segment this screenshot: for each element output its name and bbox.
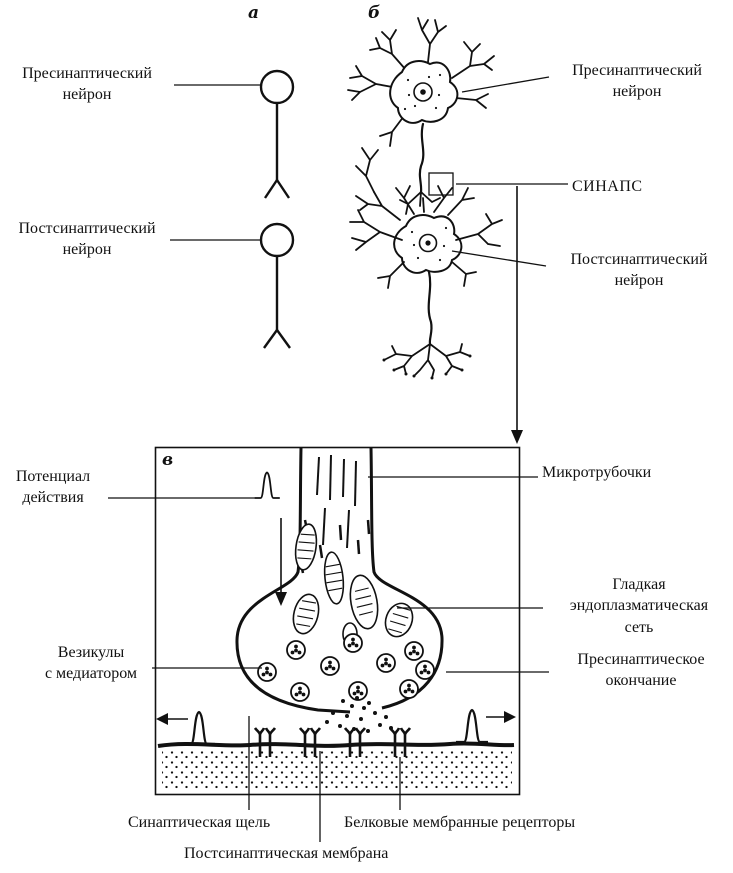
label-presynaptic-neuron-b: Пресинаптический нейрон [572,62,702,101]
label-microtubules: Микротрубочки [542,464,652,481]
action-potential-spike-right [454,708,490,744]
bulb-outline-left [235,447,351,714]
label-postsynaptic-neuron-b: Постсинаптический нейрон [570,251,708,290]
label-line-presyn-b [461,76,550,93]
label-protein-receptors: Белковые мембранные рецепторы [344,814,576,831]
presynaptic-soma-a [259,69,295,105]
panel-a-simple-neurons [170,69,295,349]
action-potential-spike-top [253,471,281,499]
label-vesicles: Везикулы с медиатором [44,644,138,683]
label-line-postsyn-b [451,250,547,267]
label-presynaptic-neuron-a: Пресинаптический нейрон [22,65,152,104]
label-postsynaptic-neuron-a: Постсинаптический нейрон [18,220,156,259]
nucleus-upper [413,82,433,102]
zoom-arrowhead [511,430,523,444]
smooth-er-sacs [292,523,414,646]
label-synaptic-cleft: Синаптическая щель [128,814,271,831]
action-potential-spike-left [181,710,217,746]
label-action-potential: Потенциал действия [15,468,91,507]
postsynaptic-soma-a [259,222,295,258]
connector-lines [451,76,568,444]
nucleus-lower [418,233,438,253]
label-synapse: СИНАПС [572,178,643,195]
panel-b-detailed-neurons [347,17,503,380]
postsynaptic-cytoplasm-stipple [162,751,512,791]
panel-letter-b: б [368,3,381,23]
panel-letter-a: а [248,3,260,23]
detail-frame [154,446,521,796]
label-postsynaptic-membrane: Постсинаптическая мембрана [184,845,389,862]
axon-lower [427,270,433,346]
panel-letter-v: в [162,450,174,470]
microtubule-strands [316,454,357,549]
label-smooth-er: Гладкая эндоплазматическая сеть [569,576,709,636]
bulb-outline-right [369,447,444,710]
panel-v-synapse-detail [108,446,549,842]
vesicles-with-mediator [257,633,435,702]
axon-upper [418,122,425,194]
propagation-arrows [156,518,516,725]
label-presynaptic-terminal: Пресинаптическое окончание [577,651,705,690]
neurotransmitter-dots [325,696,393,733]
detail-label-lines [108,476,549,842]
synapse-marker-box [428,172,454,196]
